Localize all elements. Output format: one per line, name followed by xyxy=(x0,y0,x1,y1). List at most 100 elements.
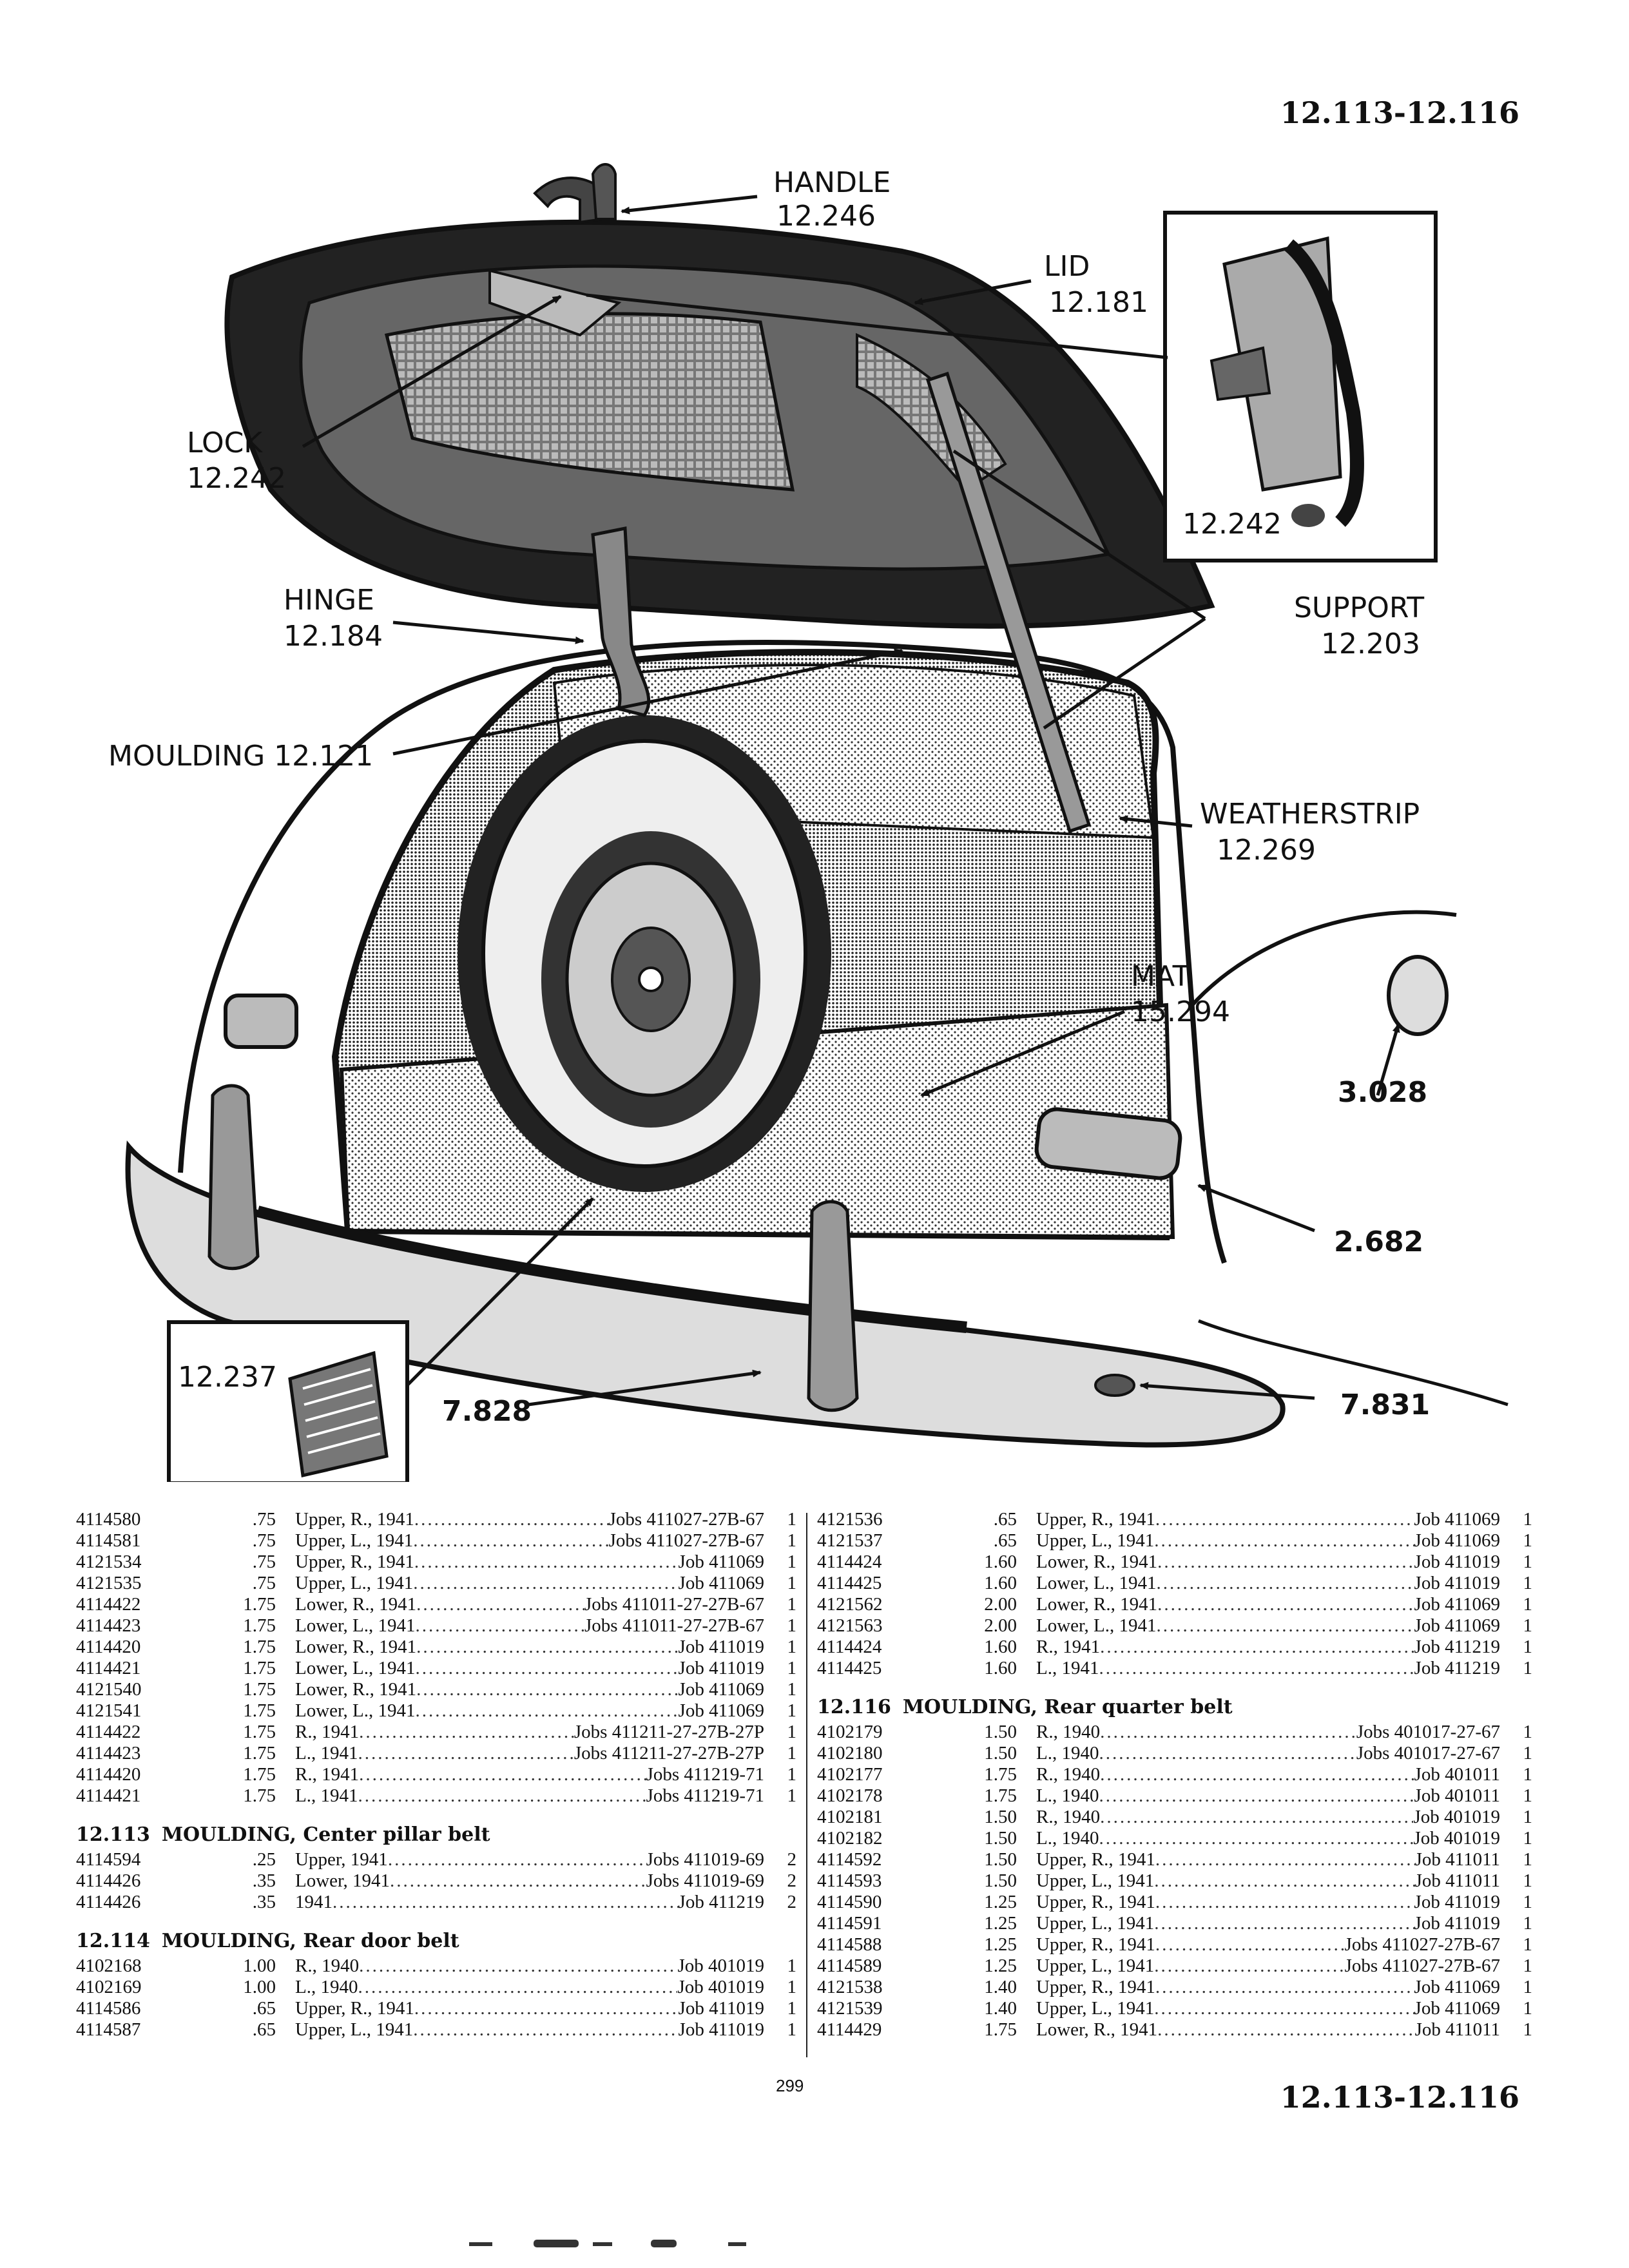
part-description: L., 1940 xyxy=(1036,1743,1099,1763)
part-quantity: 1 xyxy=(1523,1828,1533,1849)
part-number: 4114589 xyxy=(817,1956,882,1976)
part-description: 1941 xyxy=(295,1892,333,1912)
part-description-line: Lower, R., 1941Job 411019 xyxy=(1036,1552,1500,1573)
part-job: Jobs 411211-27-27B-27P xyxy=(574,1722,764,1742)
part-number: 4114425 xyxy=(817,1658,882,1678)
leader-dots xyxy=(1154,1913,1414,1934)
leader-dots xyxy=(416,1679,678,1700)
part-number: 4102180 xyxy=(817,1743,883,1763)
spare-tire xyxy=(458,715,831,1192)
part-description: L., 1940 xyxy=(295,1977,358,1997)
part-price: 1.75 xyxy=(984,1785,1017,1806)
leader-dots xyxy=(390,1870,646,1892)
part-price: .25 xyxy=(252,1849,276,1870)
leader-dots xyxy=(416,1658,679,1679)
part-description-line: L., 1941Jobs 411219-71 xyxy=(295,1785,764,1807)
leader-dots xyxy=(413,1573,678,1594)
part-description-line: Upper, R., 1941Jobs 411027-27B-67 xyxy=(295,1509,764,1530)
leader-dots xyxy=(416,1637,678,1658)
part-job: Job 411069 xyxy=(678,1679,764,1700)
part-description-line: L., 1941Job 411219 xyxy=(1036,1658,1500,1679)
part-quantity: 1 xyxy=(787,1977,797,1997)
part-job: Job 411219 xyxy=(1414,1637,1500,1657)
part-description: R., 1941 xyxy=(1036,1637,1101,1657)
part-number: 4114590 xyxy=(817,1892,882,1912)
part-description-line: L., 1940Job 401019 xyxy=(1036,1828,1500,1849)
leader-dots xyxy=(1155,1509,1414,1530)
leader-dots xyxy=(1100,1764,1414,1785)
page-header-code: 12.113-12.116 xyxy=(1280,95,1519,130)
part-description: L., 1941 xyxy=(295,1743,358,1763)
mat-number: 15.294 xyxy=(1131,995,1230,1028)
part-job: Job 411069 xyxy=(1414,1509,1500,1530)
part-description-line: Lower, L., 1941Job 411069 xyxy=(295,1700,764,1722)
page-footer-code: 12.113-12.116 xyxy=(1280,2080,1519,2115)
part-price: 2.00 xyxy=(984,1615,1017,1636)
part-quantity: 1 xyxy=(787,1530,797,1551)
part-description-line: Lower, R., 1941Job 411069 xyxy=(295,1679,764,1700)
leader-dots xyxy=(1099,1658,1414,1679)
part-description: Upper, 1941 xyxy=(295,1849,388,1870)
part-price: 1.40 xyxy=(984,1977,1017,1997)
part-description: Lower, L., 1941 xyxy=(295,1658,416,1678)
part-job: Jobs 411211-27-27B-27P xyxy=(574,1743,764,1763)
weatherstrip-number: 12.269 xyxy=(1217,834,1316,867)
part-description-line: Upper, R., 1941Job 411011 xyxy=(1036,1849,1500,1870)
part-job: Job 411069 xyxy=(1414,1530,1500,1551)
part-description-line: Upper, L., 1941Job 411011 xyxy=(1036,1870,1500,1892)
part-number: 4102168 xyxy=(76,1956,142,1976)
part-description: Lower, R., 1941 xyxy=(295,1594,417,1615)
part-description: Upper, L., 1941 xyxy=(1036,1956,1155,1976)
part-description-line: L., 1940Job 401011 xyxy=(1036,1785,1500,1807)
part-quantity: 1 xyxy=(787,1998,797,2019)
part-description: L., 1941 xyxy=(295,1785,358,1806)
part-description: Upper, L., 1941 xyxy=(295,1530,414,1551)
part-number: 4114424 xyxy=(817,1552,882,1572)
leader-dots xyxy=(333,1892,679,1913)
leader-dots xyxy=(1099,1743,1356,1764)
part-description: Upper, R., 1941 xyxy=(1036,1849,1155,1870)
part-description: Upper, R., 1941 xyxy=(295,1998,414,2019)
leader-dots xyxy=(414,1552,679,1573)
part-job: Job 401011 xyxy=(1414,1785,1500,1806)
part-description: Upper, L., 1941 xyxy=(1036,1530,1155,1551)
part-job: Job 411019 xyxy=(1414,1552,1500,1572)
part-description-line: Upper, L., 1941Job 411069 xyxy=(295,1573,764,1594)
part-description-line: Upper, R., 1941Job 411069 xyxy=(1036,1977,1500,1998)
fuel-door xyxy=(1387,955,1449,1036)
part-job: Job 411019 xyxy=(1414,1913,1500,1934)
part-price: 1.25 xyxy=(984,1913,1017,1934)
part-quantity: 1 xyxy=(787,1573,797,1593)
part-number: 4114425 xyxy=(817,1573,882,1593)
part-description-line: L., 1940Jobs 401017-27-67 xyxy=(1036,1743,1500,1764)
part-quantity: 2 xyxy=(787,1870,797,1891)
part-description: R., 1941 xyxy=(295,1764,360,1785)
part-job: Job 411069 xyxy=(678,1700,764,1721)
part-number: 4114420 xyxy=(76,1764,141,1785)
part-job: Jobs 411027-27B-67 xyxy=(608,1530,764,1551)
leader-dots xyxy=(1099,1828,1413,1849)
part-price: 1.25 xyxy=(984,1956,1017,1976)
part-job: Jobs 411219-71 xyxy=(646,1764,764,1785)
part-job: Jobs 401017-27-67 xyxy=(1356,1722,1500,1742)
support-label: SUPPORT xyxy=(1294,591,1424,624)
part-description: Upper, L., 1941 xyxy=(1036,1870,1155,1891)
part-number: 4114581 xyxy=(76,1530,141,1551)
part-job: Jobs 411027-27B-67 xyxy=(608,1509,764,1530)
section-number: 12.116 xyxy=(817,1696,891,1718)
callout-7828: 7.828 xyxy=(442,1395,532,1428)
hinge-number: 12.184 xyxy=(284,620,383,653)
part-price: 1.00 xyxy=(243,1977,276,1997)
part-price: 1.50 xyxy=(984,1870,1017,1891)
